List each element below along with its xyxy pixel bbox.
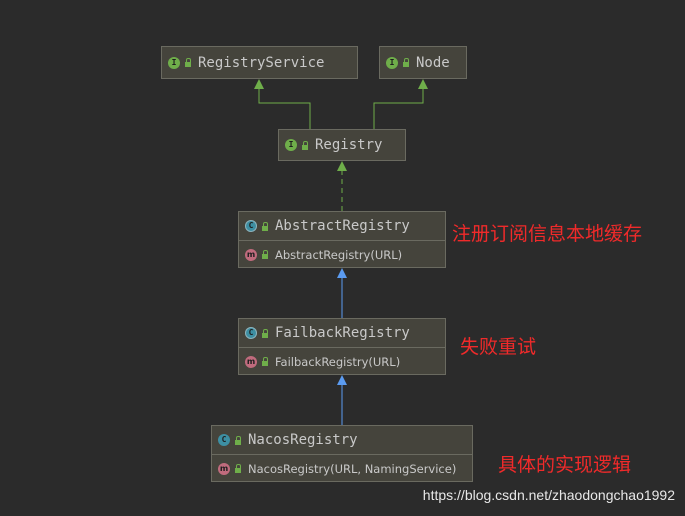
registryservice-arrowhead	[254, 79, 264, 89]
registry-arrowhead	[337, 161, 347, 171]
node-title: NacosRegistry	[248, 432, 358, 448]
constructor-member: m FailbackRegistry(URL)	[239, 347, 445, 375]
constructor-member: m AbstractRegistry(URL)	[239, 240, 445, 268]
interface-icon: I	[386, 56, 398, 69]
abstractregistry-annotation: 注册订阅信息本地缓存	[452, 223, 643, 245]
interface-icon: I	[285, 139, 297, 151]
lock-icon	[261, 221, 269, 231]
lock-icon	[261, 250, 269, 259]
lock-icon	[301, 140, 309, 150]
registry-to-registryservice-link	[258, 86, 311, 129]
node-title: Registry	[315, 137, 383, 153]
registryservice-interface-node[interactable]: I RegistryService	[161, 46, 358, 79]
abstract-class-icon: C	[245, 220, 257, 232]
node-title: Node	[416, 54, 450, 71]
lock-icon	[184, 58, 192, 67]
lock-icon	[234, 435, 242, 445]
nacosregistry-class-node[interactable]: C NacosRegistry m NacosRegistry(URL, Nam…	[211, 425, 473, 482]
failbackregistry-arrowhead	[337, 375, 347, 385]
method-icon: m	[245, 355, 257, 368]
member-signature: AbstractRegistry(URL)	[275, 247, 403, 262]
registry-interface-node[interactable]: I Registry	[278, 129, 406, 161]
nacosregistry-annotation: 具体的实现逻辑	[498, 454, 632, 476]
interface-icon: I	[168, 56, 180, 69]
lock-icon	[261, 328, 269, 338]
method-icon: m	[218, 462, 230, 475]
lock-icon	[402, 58, 410, 67]
registry-to-node-link	[373, 86, 424, 129]
lock-icon	[261, 357, 269, 366]
node-title: FailbackRegistry	[275, 325, 410, 341]
abstract-class-icon: C	[245, 327, 257, 339]
method-icon: m	[245, 248, 257, 261]
node-title: RegistryService	[198, 54, 325, 71]
abstractregistry-arrowhead	[337, 268, 347, 278]
node-arrowhead	[418, 79, 428, 89]
member-signature: NacosRegistry(URL, NamingService)	[248, 461, 457, 476]
node-title: AbstractRegistry	[275, 218, 410, 234]
lock-icon	[234, 464, 242, 473]
constructor-member: m NacosRegistry(URL, NamingService)	[212, 454, 472, 482]
node-interface-node[interactable]: I Node	[379, 46, 467, 79]
failbackregistry-annotation: 失败重试	[460, 336, 537, 358]
failbackregistry-class-node[interactable]: C FailbackRegistry m FailbackRegistry(UR…	[238, 318, 446, 375]
abstractregistry-class-node[interactable]: C AbstractRegistry m AbstractRegistry(UR…	[238, 211, 446, 268]
watermark-url: https://blog.csdn.net/zhaodongchao1992	[422, 487, 675, 503]
member-signature: FailbackRegistry(URL)	[275, 354, 401, 369]
class-icon: C	[218, 434, 230, 446]
